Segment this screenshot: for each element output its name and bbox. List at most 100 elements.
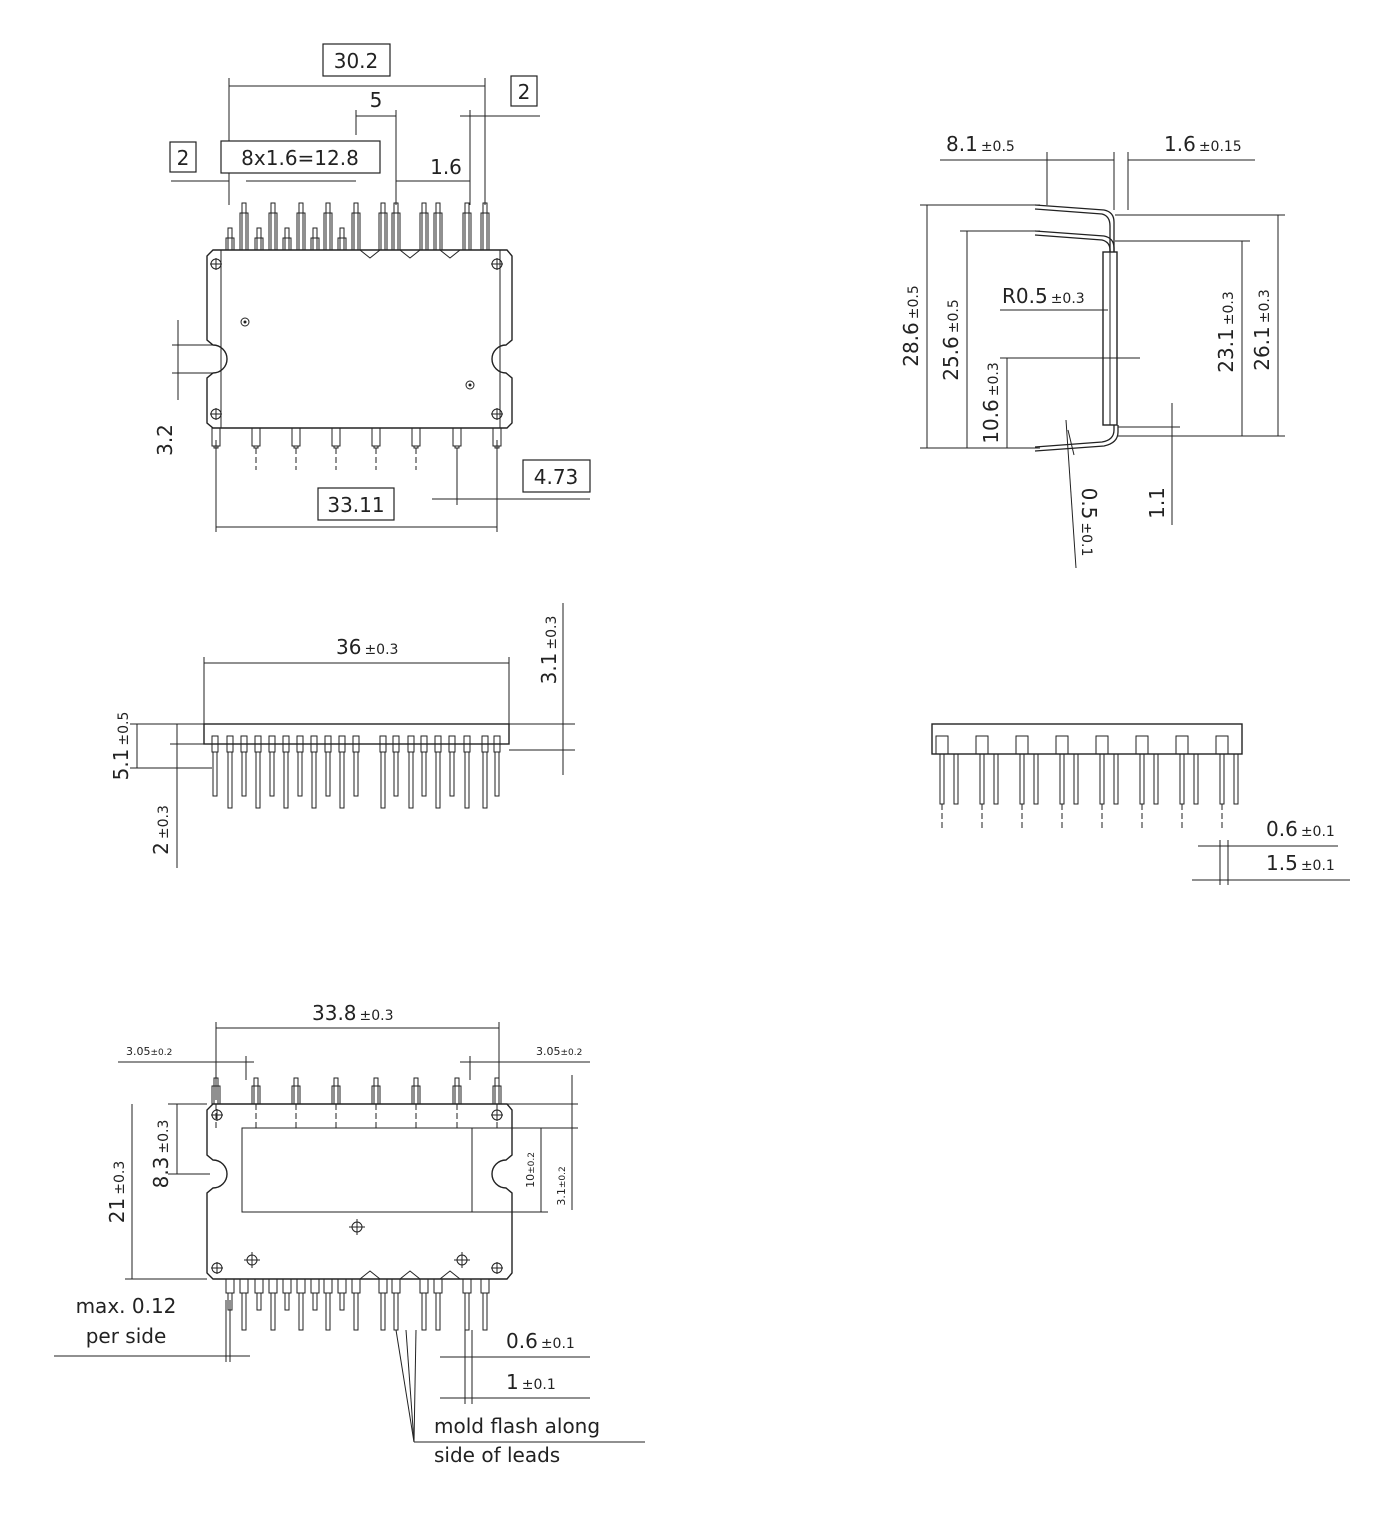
lead-shoulder bbox=[452, 427, 462, 447]
lead-shoulder bbox=[323, 212, 333, 251]
bottom-view-signal-pins bbox=[225, 1270, 490, 1331]
side-view: 8.1±0.5 1.6±0.15 R0.5±0.3 28.6±0.5 25.6±… bbox=[899, 132, 1285, 569]
top-view-signal-pins bbox=[225, 202, 490, 259]
lead-shoulder bbox=[492, 1085, 502, 1105]
lead bbox=[1099, 753, 1105, 805]
dim-3-1-bottom: 3.1±0.2 bbox=[555, 1166, 568, 1205]
lead bbox=[421, 202, 427, 251]
lead-shoulder bbox=[331, 427, 341, 447]
dim-2-right: 2 bbox=[518, 80, 531, 104]
lead-shoulder bbox=[371, 1085, 381, 1105]
lead-shoulder bbox=[411, 427, 421, 447]
lead bbox=[325, 751, 331, 797]
lead bbox=[253, 445, 259, 449]
top-view: 30.2 5 2 2 8x1.6=12.8 1.6 3.2 33.11 bbox=[153, 43, 591, 532]
dim-0-5: 0.5±0.1 bbox=[1077, 488, 1101, 557]
lead-shoulder bbox=[452, 1085, 462, 1105]
top-mount-marks bbox=[210, 258, 503, 420]
note-per-side: per side bbox=[86, 1324, 167, 1348]
lead-shoulder bbox=[351, 212, 361, 251]
side-lead-lower-outer bbox=[1034, 425, 1115, 448]
lead bbox=[339, 1292, 345, 1311]
lead bbox=[227, 227, 233, 251]
lead bbox=[333, 1077, 339, 1105]
lead bbox=[482, 202, 488, 251]
lead-shoulder bbox=[391, 1278, 401, 1294]
top-view-power-pins bbox=[211, 427, 502, 470]
lead-shoulder bbox=[268, 212, 278, 251]
lead bbox=[298, 1292, 304, 1331]
lead bbox=[435, 1292, 441, 1331]
lead bbox=[353, 751, 359, 797]
lead bbox=[353, 202, 359, 251]
dim-5-1: 5.1±0.5 bbox=[109, 712, 133, 781]
lead bbox=[241, 1292, 247, 1331]
top-view-body bbox=[206, 249, 513, 429]
lead-shoulder bbox=[371, 427, 381, 447]
lead-shoulder bbox=[433, 1278, 443, 1294]
lead bbox=[494, 751, 500, 797]
lead-shoulder bbox=[225, 237, 235, 251]
lead-shoulder bbox=[480, 212, 490, 251]
lead bbox=[325, 202, 331, 251]
front-view: 36±0.3 3.1±0.3 5.1±0.5 2±0.3 bbox=[109, 603, 575, 868]
dim-5: 5 bbox=[370, 88, 383, 112]
side-lead-upper-inner bbox=[1034, 208, 1111, 252]
lead-shoulder bbox=[291, 1085, 301, 1105]
lead bbox=[435, 751, 441, 809]
lead bbox=[1219, 753, 1225, 805]
lead-shoulder bbox=[411, 1085, 421, 1105]
lead bbox=[293, 445, 299, 449]
dim-33-8: 33.8±0.3 bbox=[312, 1001, 394, 1025]
bottom-view-power-pins bbox=[211, 1077, 502, 1128]
lead bbox=[421, 1292, 427, 1331]
lead bbox=[1139, 753, 1145, 805]
dim-26-1: 26.1±0.3 bbox=[1250, 289, 1274, 371]
lead bbox=[1113, 753, 1119, 805]
dim-28-6: 28.6±0.5 bbox=[899, 285, 923, 367]
front-view-body bbox=[203, 723, 510, 745]
lead bbox=[325, 1292, 331, 1331]
dim-1-bottom: 1±0.1 bbox=[506, 1370, 556, 1394]
dim-1-6-thickness: 1.6±0.15 bbox=[1164, 132, 1242, 156]
lead bbox=[241, 202, 247, 251]
note-mold-flash: mold flash along bbox=[434, 1414, 600, 1438]
lead-shoulder bbox=[462, 1278, 472, 1294]
lead-shoulder bbox=[239, 1278, 249, 1294]
lead bbox=[421, 751, 427, 797]
dim-10: 10±0.2 bbox=[524, 1152, 537, 1188]
lead bbox=[1033, 753, 1039, 805]
dim-10-6: 10.6±0.3 bbox=[979, 362, 1003, 444]
lead-shoulder bbox=[268, 1278, 278, 1294]
lead-shoulder bbox=[310, 1278, 320, 1294]
lead bbox=[1193, 753, 1199, 805]
lead bbox=[312, 227, 318, 251]
lead-shoulder bbox=[480, 1278, 490, 1294]
lead bbox=[464, 202, 470, 251]
lead bbox=[1073, 753, 1079, 805]
dim-2-left: 2 bbox=[177, 146, 190, 170]
lead bbox=[435, 202, 441, 251]
lead bbox=[408, 751, 414, 809]
lead-shoulder bbox=[323, 1278, 333, 1294]
lead-shoulder bbox=[391, 212, 401, 251]
lead bbox=[256, 227, 262, 251]
lead-shoulder bbox=[225, 1278, 235, 1294]
bottom-heatsink-area bbox=[241, 1127, 473, 1213]
dim-2-front: 2±0.3 bbox=[149, 805, 173, 855]
lead-shoulder bbox=[337, 237, 347, 251]
lead bbox=[227, 751, 233, 809]
lead bbox=[464, 751, 470, 809]
lead-shoulder bbox=[337, 1278, 347, 1294]
lead bbox=[393, 751, 399, 797]
lead-shoulder bbox=[254, 1278, 264, 1294]
lead bbox=[454, 1077, 460, 1105]
lead-shoulder bbox=[419, 1278, 429, 1294]
dim-21: 21±0.3 bbox=[105, 1161, 129, 1223]
lead bbox=[1153, 753, 1159, 805]
side-lead-lower-inner bbox=[1034, 425, 1119, 452]
lead bbox=[353, 1292, 359, 1331]
lead-shoulder bbox=[254, 237, 264, 251]
dim-3-05-left: 3.05±0.2 bbox=[126, 1045, 172, 1058]
dim-4-73: 4.73 bbox=[534, 465, 579, 489]
